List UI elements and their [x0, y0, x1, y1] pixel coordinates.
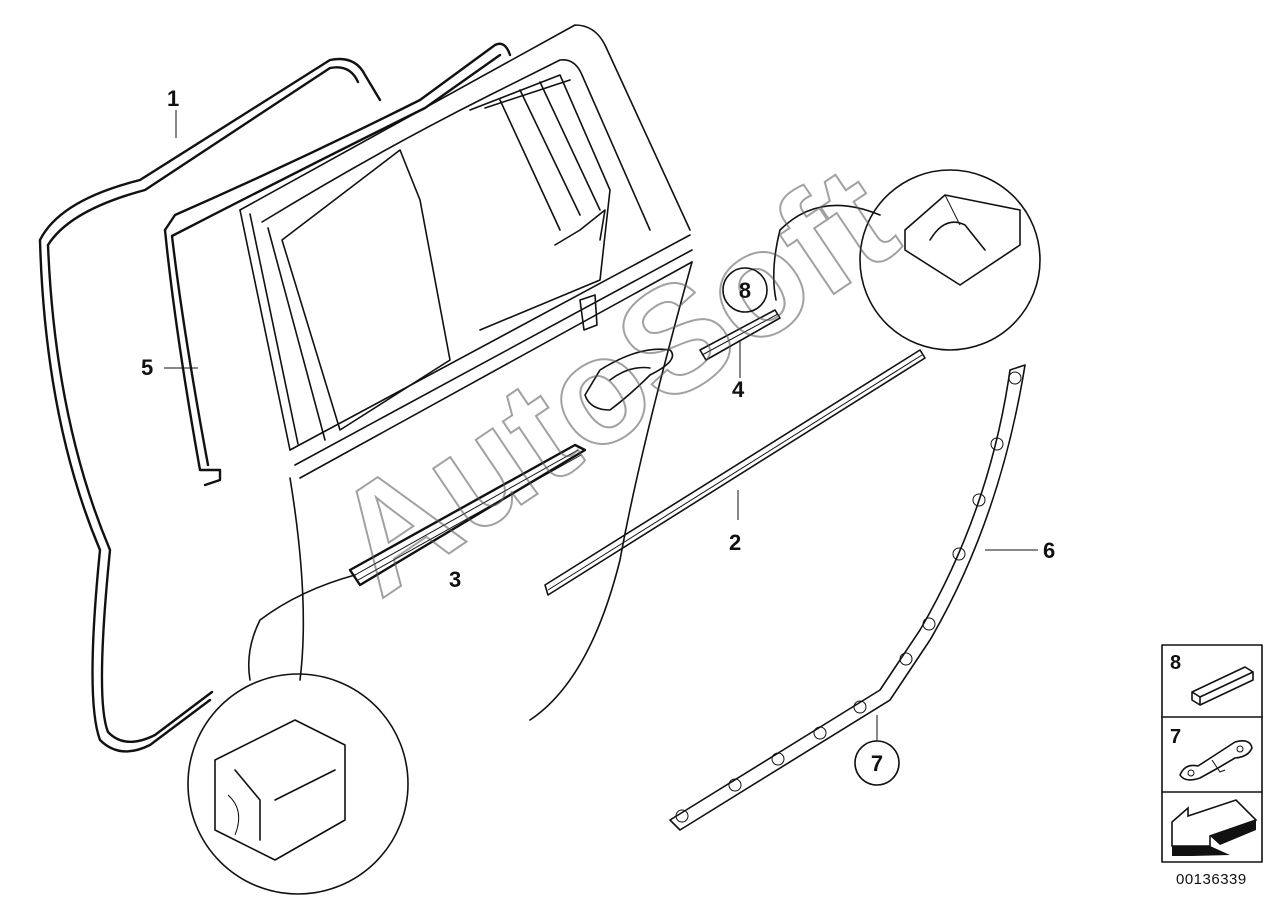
- leader-lines: [164, 110, 1038, 551]
- door-seal-outer: [38, 57, 382, 753]
- legend-item-8: 8: [1170, 652, 1254, 706]
- legend-item-arrow: [1171, 799, 1258, 856]
- seal-strip-icon: [1191, 666, 1254, 706]
- legend-panel: 8 7: [1161, 644, 1263, 863]
- rear-door-body: [239, 24, 693, 721]
- svg-text:8: 8: [739, 278, 751, 303]
- watermark: AutoSoft: [304, 133, 923, 626]
- callout-3: 3: [449, 567, 461, 592]
- window-shaft-seal-outer: [348, 443, 587, 587]
- clip-icon: [1179, 740, 1253, 781]
- arrow-icon: [1171, 799, 1258, 856]
- detail-circle-top: [772, 169, 1041, 351]
- circled-callout-8: 8: [722, 267, 768, 313]
- window-channel-seal: [163, 42, 512, 487]
- svg-text:7: 7: [1170, 726, 1181, 748]
- callout-6: 6: [1043, 538, 1055, 563]
- document-number: 00136339: [1176, 871, 1247, 888]
- legend-item-7: 7: [1170, 726, 1253, 781]
- svg-text:7: 7: [871, 751, 883, 776]
- callout-5: 5: [141, 355, 153, 380]
- door-trim-strip: [544, 349, 926, 596]
- short-seal-piece: [699, 309, 781, 361]
- callout-4: 4: [732, 377, 745, 402]
- svg-text:8: 8: [1170, 652, 1181, 674]
- lower-door-seal: [669, 364, 1026, 831]
- detail-circle-bottom: [187, 574, 409, 895]
- callout-2: 2: [729, 530, 741, 555]
- clip-markers: [675, 371, 1022, 823]
- callout-1: 1: [167, 86, 179, 111]
- circled-callout-7: 7: [854, 715, 900, 786]
